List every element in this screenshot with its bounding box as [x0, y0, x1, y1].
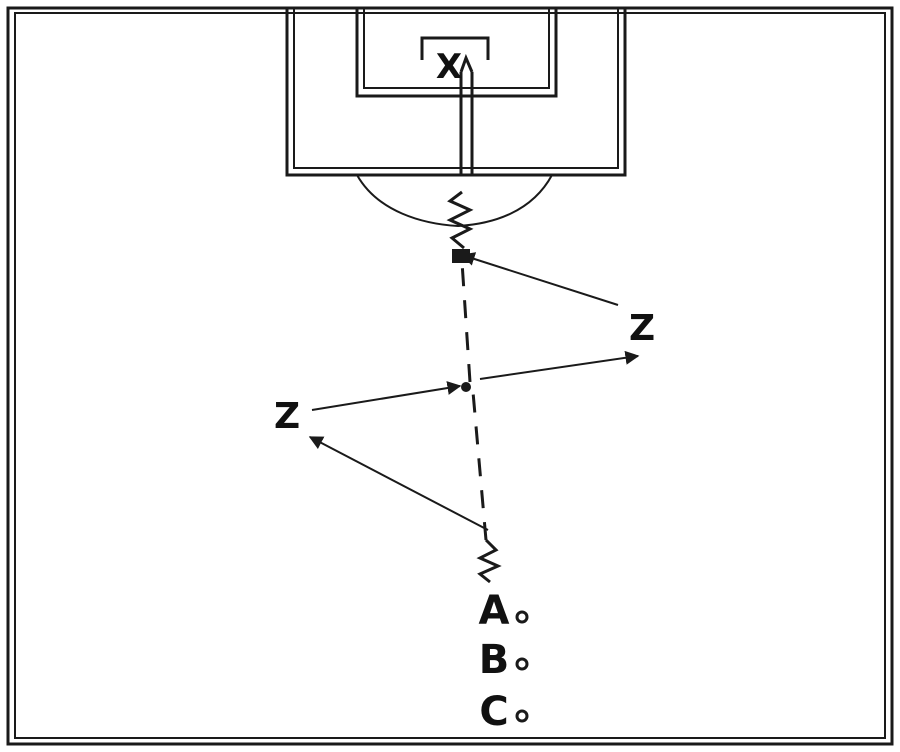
player-label-a: A: [479, 588, 510, 634]
player-c-marker: [515, 709, 529, 723]
shot-lane: [459, 53, 474, 175]
defender-label-left: Z: [274, 396, 300, 437]
restricted-box: [355, 8, 558, 98]
dribble-zigzag-top: [446, 190, 474, 250]
dribble-zigzag-start: [476, 538, 502, 584]
basket-bracket: [420, 36, 490, 60]
dashed-path-upper: [460, 261, 472, 383]
dashed-path: [471, 391, 488, 541]
free-throw-arc: [356, 174, 553, 228]
target-label: X: [436, 47, 462, 87]
key-area: [285, 8, 627, 177]
player-a-marker: [515, 610, 529, 624]
pivot-mark: [461, 382, 471, 392]
player-b-marker: [515, 657, 529, 671]
pass-arrow-from-right-z: [460, 252, 619, 306]
court-boundary: [6, 6, 894, 746]
pass-arrow-to-right-z: [479, 350, 640, 380]
player-label-b: B: [479, 637, 510, 683]
defender-label-right: Z: [629, 308, 655, 349]
player-label-c: C: [479, 689, 508, 735]
pass-arrow-from-left-z: [311, 381, 462, 411]
pass-arrow-to-left-z: [308, 436, 489, 531]
catch-mark: [452, 249, 470, 263]
